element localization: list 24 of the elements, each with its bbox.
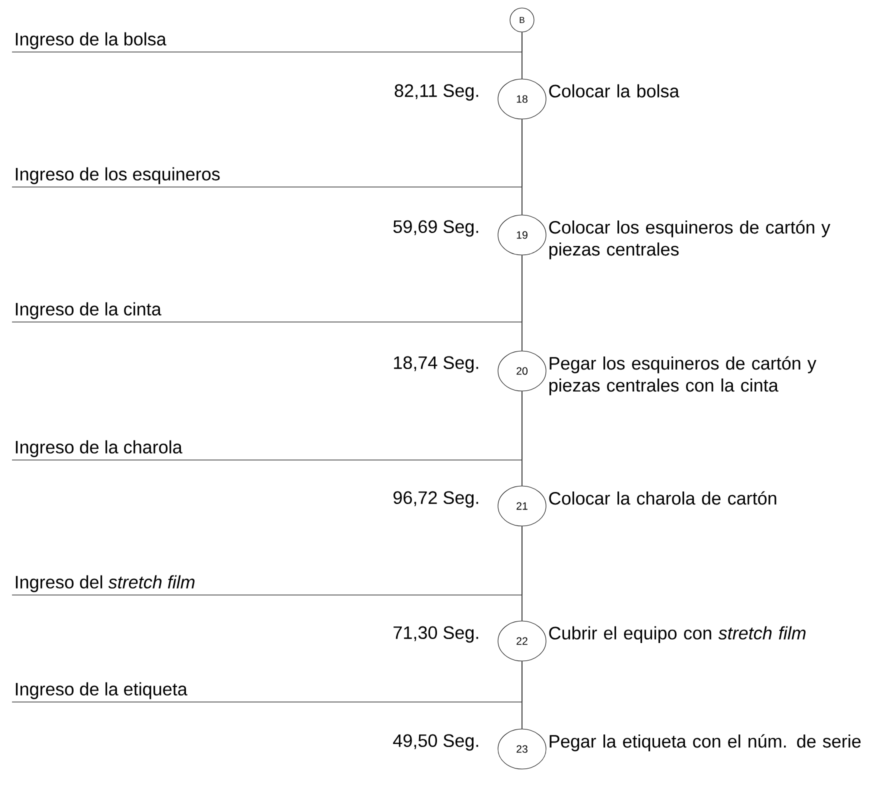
input-line bbox=[12, 52, 522, 80]
input-line bbox=[12, 594, 522, 622]
time-label: 96,72 Seg. bbox=[394, 491, 478, 508]
operation-description: Colocar la charola de cartón bbox=[549, 491, 776, 505]
input-label: Ingreso de la cinta bbox=[16, 302, 162, 320]
operation-description: Pegar los esquineros de cartón y piezas centrales con la cinta bbox=[549, 356, 816, 396]
time-label: 18,74 Seg. bbox=[394, 356, 478, 373]
input-label: Ingreso de la charola bbox=[16, 440, 182, 458]
operation-description: Colocar la bolsa bbox=[549, 84, 680, 98]
operation-description: Pegar la etiqueta con el núm. de serie bbox=[550, 734, 861, 752]
input-line bbox=[12, 186, 522, 216]
input-label: Ingreso de los esquineros bbox=[16, 167, 220, 184]
operation-description: Cubrir el equipo con stretch film bbox=[549, 626, 806, 644]
time-label: 59,69 Seg. bbox=[393, 220, 478, 237]
input-line bbox=[12, 322, 522, 352]
operation-description: Colocar los esquineros de cartón y piezas centrales bbox=[549, 220, 830, 260]
input-line bbox=[12, 460, 522, 486]
input-label: Ingreso de la bolsa bbox=[16, 32, 166, 50]
time-label: 71,30 Seg. bbox=[394, 626, 478, 643]
time-label: 49,50 Seg. bbox=[393, 734, 478, 751]
input-label: Ingreso de la etiqueta bbox=[16, 682, 188, 700]
time-label: 82,11 Seg. bbox=[394, 84, 478, 101]
input-line bbox=[12, 702, 522, 730]
input-label: Ingreso del stretch film bbox=[16, 575, 194, 592]
